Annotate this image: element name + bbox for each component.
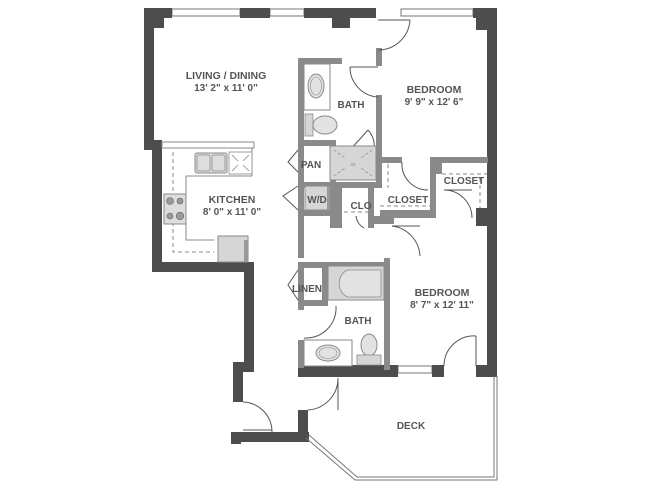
master-bedroom-label: BEDROOM [407, 84, 462, 96]
toilet-icon [304, 113, 338, 137]
sink-icon [307, 73, 325, 99]
master-bath-label: BATH [337, 100, 364, 111]
master-bath-fixtures: xx [303, 63, 377, 181]
pantry-space [304, 146, 328, 182]
kitchen-dimensions: 8' 0" x 11' 0" [203, 207, 261, 218]
clo-label: CLO [350, 201, 371, 212]
kitchen-fixtures [161, 141, 255, 263]
washer-dryer-label: W/D [307, 195, 326, 206]
washer-dryer-icon [304, 185, 330, 211]
bath2-fixtures [303, 265, 385, 367]
svg-text:xx: xx [351, 162, 357, 168]
pantry-label: PAN [301, 160, 321, 171]
toilet-icon [356, 333, 382, 366]
exterior-walls [144, 8, 497, 444]
living-dining-label: LIVING / DINING [186, 70, 267, 82]
kitchen-label: KITCHEN [209, 194, 256, 206]
refrigerator-icon [217, 235, 249, 263]
shower-icon: xx [329, 145, 377, 181]
bath2-label: BATH [344, 316, 371, 327]
linen-label: LINEN [292, 284, 322, 295]
closet-rods [301, 164, 487, 298]
closet-1-label: CLOSET [388, 195, 429, 206]
interior-walls [298, 48, 488, 370]
bathtub-icon [327, 265, 385, 301]
bedroom2-label: BEDROOM [415, 287, 470, 299]
closet-2-label: CLOSET [444, 176, 485, 187]
range-icon [163, 193, 187, 225]
living-dining-dimensions: 13' 2" x 11' 0" [194, 83, 258, 94]
master-bedroom-dimensions: 9' 9" x 12' 6" [405, 97, 464, 108]
dishwasher-icon [228, 151, 253, 175]
deck-label: DECK [397, 421, 426, 432]
sink-icon [194, 152, 228, 174]
room-labels: LIVING / DINING 13' 2" x 11' 0" KITCHEN … [186, 70, 485, 432]
deck-railing [305, 376, 498, 481]
bedroom2-dimensions: 8' 7" x 12' 11" [410, 300, 474, 311]
sink-icon [315, 344, 341, 362]
